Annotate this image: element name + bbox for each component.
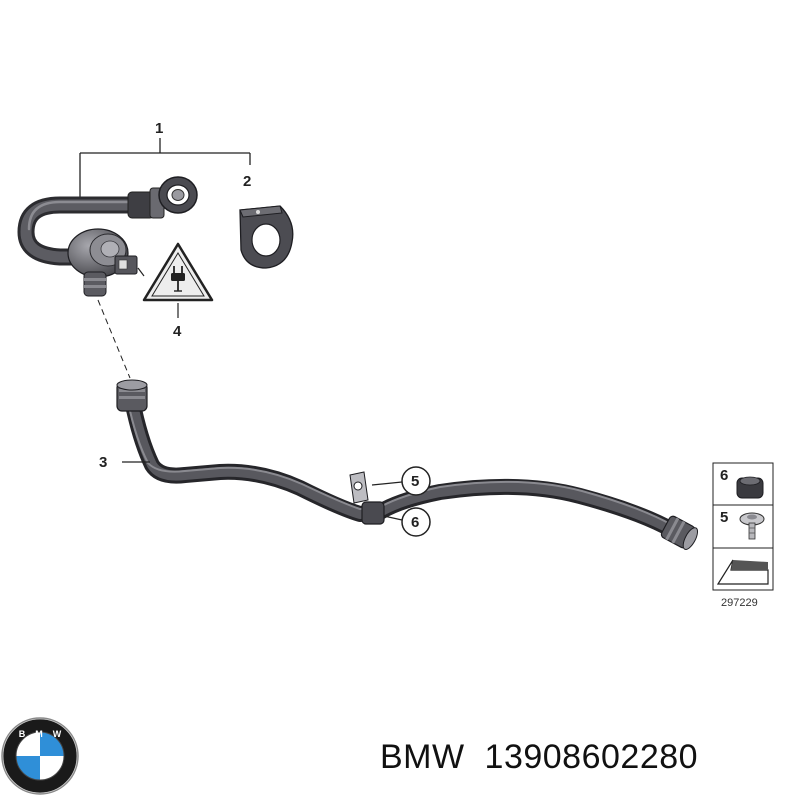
callout-3: 3 — [99, 454, 107, 471]
caption-part-number: 13908602280 — [484, 738, 699, 776]
callout-bracket-1 — [79, 138, 251, 205]
assembly-line — [97, 299, 131, 379]
upper-hose-assembly — [17, 176, 198, 297]
bmw-logo: BMW — [1, 717, 79, 795]
diagram-number: 297229 — [721, 597, 758, 609]
callout-circle-6 — [401, 507, 431, 537]
callout-5: 5 — [411, 473, 419, 490]
callout-1: 1 — [155, 120, 163, 137]
grommet-icon — [736, 476, 764, 499]
legend-item-6: 6 — [720, 467, 728, 484]
direction-arrow-icon — [716, 559, 769, 585]
leader-line-5 — [371, 481, 403, 486]
bolt-icon — [739, 512, 765, 540]
leader-line-valve — [137, 267, 145, 277]
logo-text: BMW — [19, 729, 72, 739]
electrical-warning-icon — [142, 242, 214, 302]
ring-connector — [158, 176, 198, 214]
callout-2: 2 — [243, 173, 251, 190]
callout-circle-5 — [401, 466, 431, 496]
lower-hose — [116, 379, 699, 550]
caption-brand: BMW — [380, 738, 465, 776]
clamp-part — [239, 205, 294, 269]
callout-6: 6 — [411, 514, 419, 531]
parts-legend: 6 5 — [712, 462, 774, 591]
leader-line-6 — [383, 515, 403, 521]
callout-4: 4 — [173, 323, 182, 340]
valve-body — [67, 228, 138, 297]
legend-item-5: 5 — [720, 509, 728, 526]
part-caption: BMW 13908602280 — [380, 738, 698, 777]
